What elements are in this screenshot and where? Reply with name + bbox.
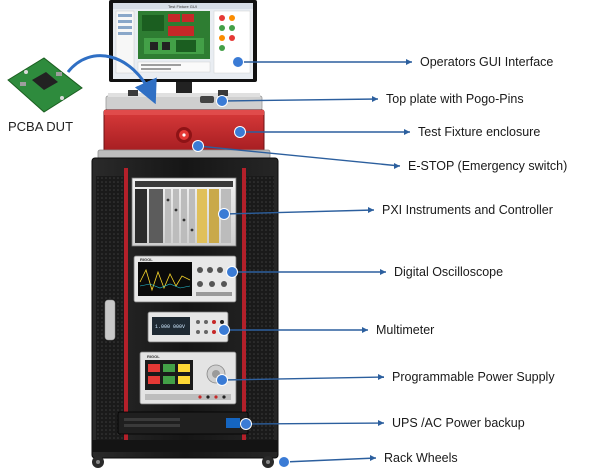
callout-arrow-wheels [370, 455, 376, 461]
dut-placement-arrow [66, 54, 157, 105]
pcba-board [7, 57, 83, 113]
callout-dot-enclosure [234, 126, 246, 138]
callout-arrow-estop [394, 163, 400, 169]
pcba-dut-label: PCBA DUT [8, 119, 74, 134]
callout-label-pxi: PXI Instruments and Controller [382, 203, 553, 217]
callout-arrow-ups [378, 420, 384, 426]
power-supply [139, 351, 237, 405]
gui-window-title: Test Fixture GUI [168, 4, 197, 9]
callout-arrow-gui [406, 59, 412, 65]
callout-dot-pxi [218, 208, 230, 220]
rack-wheels [92, 456, 274, 468]
callout-label-enclosure: Test Fixture enclosure [418, 125, 541, 139]
callout-dot-psu [216, 374, 228, 386]
top-plate [105, 90, 263, 111]
callout-label-dmm: Multimeter [376, 323, 435, 337]
callout-label-wheels: Rack Wheels [384, 451, 458, 465]
callout-label-scope: Digital Oscilloscope [394, 265, 504, 279]
callout-dot-wheels [278, 456, 290, 468]
callout-arrow-psu [378, 374, 384, 380]
callout-label-top-plate: Top plate with Pogo-Pins [386, 92, 524, 106]
operator-monitor [109, 0, 257, 103]
callout-arrow-enclosure [404, 129, 410, 135]
oscilloscope [133, 255, 237, 303]
callout-arrow-scope [380, 269, 386, 275]
callout-label-ups: UPS /AC Power backup [392, 416, 525, 430]
ups-unit [117, 411, 249, 435]
callout-dot-scope [226, 266, 238, 278]
scope-brand: RIGOL [140, 257, 153, 262]
callout-dot-top-plate [216, 95, 228, 107]
multimeter-display: 1.000 000V [155, 324, 185, 330]
callout-line-estop [197, 145, 401, 167]
callout-line-wheels [283, 457, 377, 463]
callout-label-psu: Programmable Power Supply [392, 370, 555, 384]
callout-label-gui: Operators GUI Interface [420, 55, 554, 69]
callout-arrow-top-plate [372, 96, 378, 102]
multimeter [147, 311, 229, 343]
callout-dot-ups [240, 418, 252, 430]
callout-dot-estop [192, 140, 204, 152]
callout-dot-gui [232, 56, 244, 68]
callout-dot-dmm [218, 324, 230, 336]
power-supply-brand: RIGOL [147, 354, 160, 359]
callout-arrow-pxi [368, 207, 374, 213]
callout-line-psu [221, 376, 385, 381]
callout-line-pxi [223, 209, 375, 215]
e-stop-switch[interactable] [176, 127, 192, 143]
callout-line-ups [245, 422, 385, 425]
callout-label-estop: E-STOP (Emergency switch) [408, 159, 568, 173]
callout-arrow-dmm [362, 327, 368, 333]
callout-lines [192, 56, 412, 468]
callout-line-top-plate [221, 98, 379, 102]
